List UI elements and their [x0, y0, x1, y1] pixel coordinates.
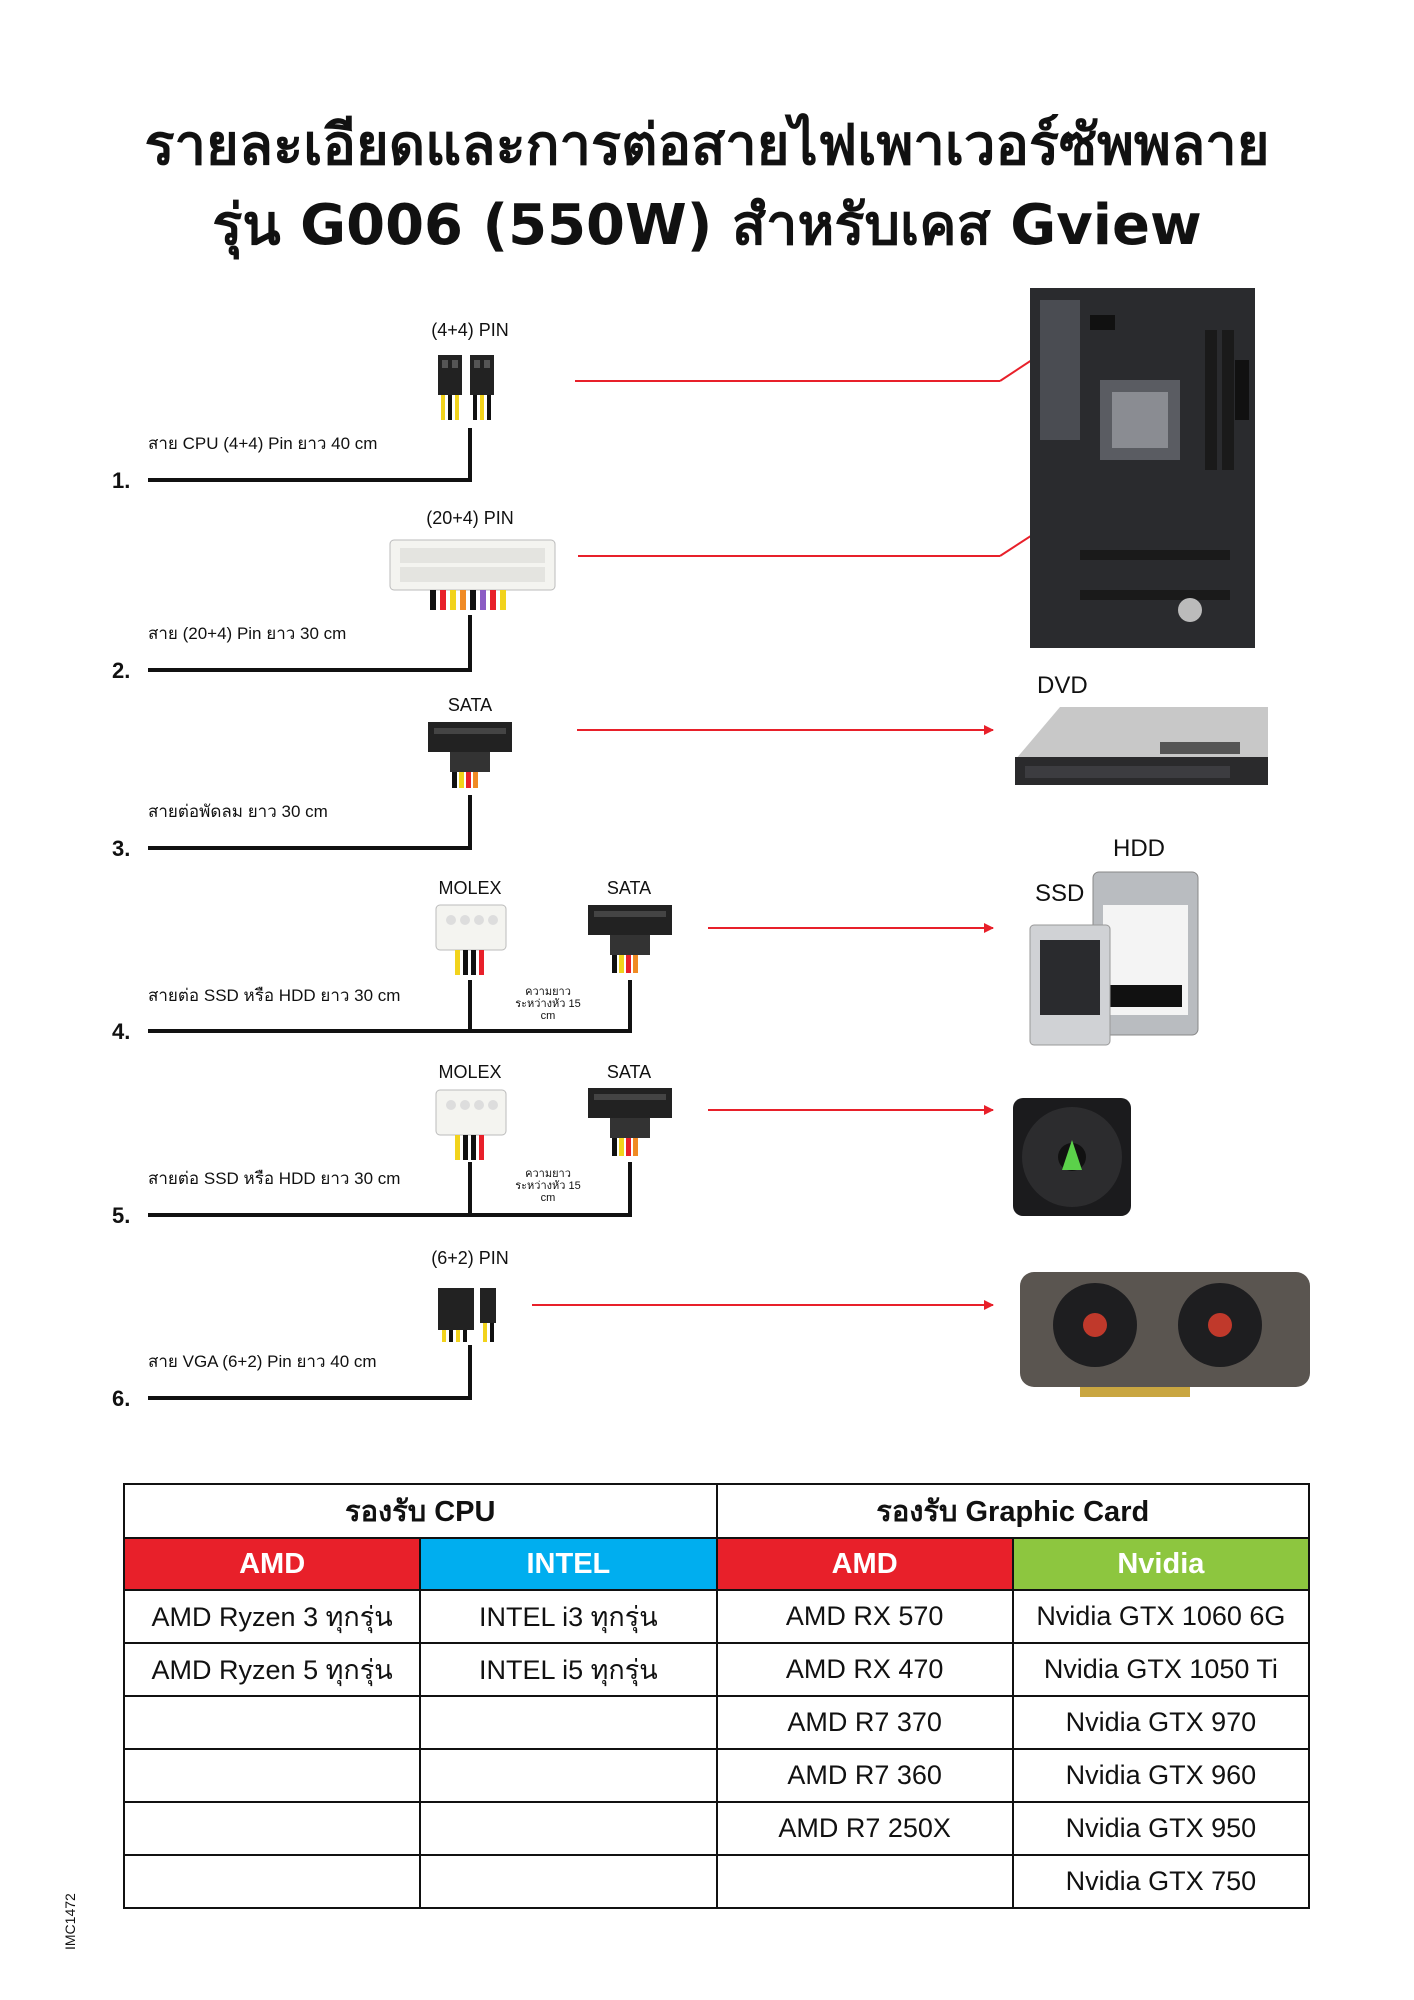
- cable-4: [148, 904, 994, 1033]
- motherboard-image: [1030, 288, 1255, 648]
- cable-3: [148, 722, 994, 850]
- cable-number-5: 5.: [112, 1203, 131, 1228]
- cable-number-6: 6.: [112, 1386, 131, 1411]
- molex-connector-image-5: [435, 1089, 507, 1160]
- cable-description-4: สายต่อ SSD หรือ HDD ยาว 30 cm: [148, 986, 401, 1005]
- document-code: IMC1472: [62, 1893, 78, 1950]
- graphics-card-image: [1020, 1272, 1310, 1397]
- table-cell: Nvidia GTX 970: [1011, 1695, 1311, 1750]
- cable-description-5: สายต่อ SSD หรือ HDD ยาว 30 cm: [148, 1169, 401, 1188]
- molex-connector-image-4: [435, 904, 507, 975]
- device-label-ssd: SSD: [1035, 880, 1085, 907]
- ssd-image: [1029, 924, 1111, 1046]
- sata-connector-image-5: [588, 1088, 672, 1156]
- cable-description-1: สาย CPU (4+4) Pin ยาว 40 cm: [148, 434, 378, 453]
- table-cell: AMD R7 250X: [715, 1801, 1014, 1856]
- cable-description-6: สาย VGA (6+2) Pin ยาว 40 cm: [148, 1352, 377, 1371]
- cable-6: [148, 1288, 994, 1400]
- sata-connector-image-4: [588, 905, 672, 973]
- table-cell: AMD R7 360: [715, 1748, 1014, 1803]
- table-cell: Nvidia GTX 1060 6G: [1011, 1589, 1311, 1644]
- device-label-dvd: DVD: [1037, 672, 1088, 699]
- connector-label-4a: MOLEX: [438, 878, 502, 898]
- table-cell: [715, 1854, 1014, 1909]
- cable-number-1: 1.: [112, 468, 131, 493]
- brand-gpu-amd: AMD: [715, 1537, 1014, 1591]
- connector-label-3: SATA: [447, 695, 493, 715]
- table-cell: INTEL i3 ทุกรุ่น: [419, 1589, 718, 1644]
- hdd-image: [1092, 871, 1199, 1036]
- cpu-header: รองรับ CPU: [123, 1483, 718, 1539]
- vga-6plus2-connector-image: [438, 1288, 496, 1342]
- table-cell: AMD RX 570: [715, 1589, 1014, 1644]
- connector-label-4b: SATA: [606, 878, 652, 898]
- table-cell: INTEL i5 ทุกรุ่น: [419, 1642, 718, 1697]
- table-cell: [419, 1801, 718, 1856]
- table-row: Nvidia GTX 750: [122, 1854, 1311, 1909]
- sata-connector-image-3: [428, 722, 512, 788]
- table-cell: Nvidia GTX 1050 Ti: [1011, 1642, 1311, 1697]
- wiring-diagram: [148, 288, 1310, 1400]
- brand-cpu-amd: AMD: [122, 1537, 422, 1591]
- connector-label-2: (20+4) PIN: [426, 508, 514, 528]
- table-cell: AMD Ryzen 5 ทุกรุ่น: [122, 1642, 422, 1697]
- table-row: AMD Ryzen 3 ทุกรุ่น INTEL i3 ทุกรุ่น AMD…: [122, 1589, 1311, 1644]
- table-cell: [419, 1748, 718, 1803]
- table-cell: [419, 1854, 718, 1909]
- table-cell: AMD Ryzen 3 ทุกรุ่น: [122, 1589, 422, 1644]
- table-cell: [122, 1854, 422, 1909]
- page-title-line1: รายละเอียดและการต่อสายไฟเพาเวอร์ซัพพลาย: [144, 113, 1270, 178]
- connector-label-6: (6+2) PIN: [431, 1248, 509, 1268]
- dvd-drive-image: [1015, 707, 1268, 785]
- brand-cpu-intel: INTEL: [419, 1537, 718, 1591]
- table-row: AMD R7 370 Nvidia GTX 970: [122, 1695, 1311, 1750]
- cable-number-3: 3.: [112, 836, 131, 861]
- gpu-header: รองรับ Graphic Card: [715, 1483, 1310, 1539]
- connector-label-5b: SATA: [606, 1062, 652, 1082]
- cable-description-3: สายต่อพัดลม ยาว 30 cm: [148, 802, 328, 821]
- table-cell: Nvidia GTX 950: [1011, 1801, 1311, 1856]
- cable-1: [148, 324, 1086, 482]
- table-row: AMD Ryzen 5 ทุกรุ่น INTEL i5 ทุกรุ่น AMD…: [122, 1642, 1311, 1697]
- table-cell: [122, 1748, 422, 1803]
- connector-label-5a: MOLEX: [438, 1062, 502, 1082]
- table-row: AMD R7 250X Nvidia GTX 950: [122, 1801, 1311, 1856]
- table-cell: AMD R7 370: [715, 1695, 1014, 1750]
- brand-row: AMD INTEL AMD Nvidia: [122, 1537, 1311, 1591]
- brand-gpu-nvidia: Nvidia: [1011, 1537, 1311, 1591]
- cable-number-4: 4.: [112, 1019, 131, 1044]
- table-cell: Nvidia GTX 750: [1011, 1854, 1311, 1909]
- connector-label-1: (4+4) PIN: [431, 320, 509, 340]
- cable-description-2: สาย (20+4) Pin ยาว 30 cm: [148, 624, 347, 643]
- table-cell: Nvidia GTX 960: [1011, 1748, 1311, 1803]
- atx-24pin-connector-image: [389, 539, 556, 610]
- cable-5: [148, 1088, 994, 1217]
- table-cell: AMD RX 470: [715, 1642, 1014, 1697]
- table-cell: [122, 1801, 422, 1856]
- spacing-note-5: ความยาว ระหว่างหัว 15 cm: [515, 1168, 581, 1204]
- table-cell: [122, 1695, 422, 1750]
- spacing-note-4: ความยาว ระหว่างหัว 15 cm: [515, 986, 581, 1022]
- table-row: AMD R7 360 Nvidia GTX 960: [122, 1748, 1311, 1803]
- case-fan-image: [1013, 1098, 1131, 1216]
- cpu-4plus4-connector-image: [438, 355, 494, 420]
- compatibility-table: รองรับ CPU รองรับ Graphic Card AMD INTEL…: [122, 1483, 1311, 1909]
- page-title-line2: รุ่น G006 (550W) สำหรับเคส Gview: [212, 193, 1202, 258]
- table-cell: [419, 1695, 718, 1750]
- cable-number-2: 2.: [112, 658, 131, 683]
- device-label-hdd: HDD: [1113, 835, 1165, 862]
